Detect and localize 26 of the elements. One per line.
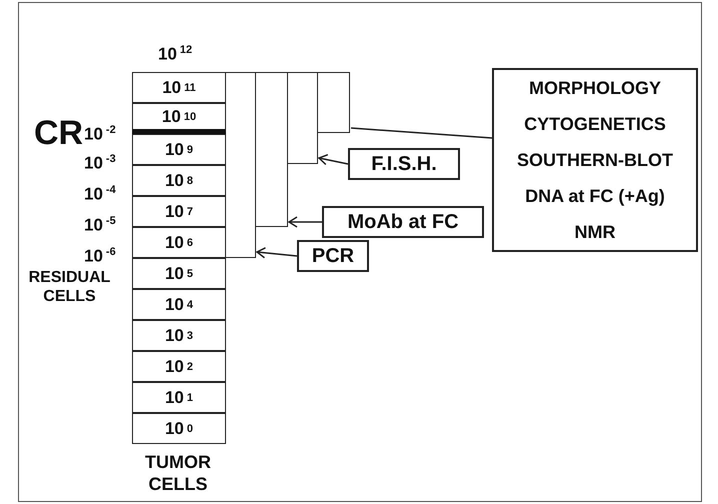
method-box: F.I.S.H. [348,148,460,180]
scale-value: 10$^{-3}$ [84,153,116,174]
method-name: MORPHOLOGY [528,78,661,98]
method-name: SOUTHERN-BLOT [517,150,673,170]
method-box: MoAb at FC [322,206,484,238]
scale-value: 10$^{12}$ [158,44,192,65]
axis-title: TUMOR CELLS [144,452,212,496]
range-bracket [288,72,318,164]
method-name: CYTOGENETICS [524,114,666,134]
scale-value: 10$^{-4}$ [84,184,116,205]
range-bracket [226,72,256,258]
scale-value: 10$^{-2}$ [84,124,116,145]
response-label: CR [34,114,84,153]
method-name: DNA at FC (+Ag) [525,186,665,206]
callout-line [350,127,492,139]
axis-title: RESIDUAL CELLS [28,268,112,306]
pointer-arrow [288,216,322,228]
range-bracket [318,72,350,133]
method-name: NMR [574,222,616,242]
method-box: PCR [297,240,369,272]
scale-value: 10$^{-6}$ [84,246,116,267]
range-bracket [256,72,288,227]
pointer-arrow [256,247,298,259]
scale-value: 10$^{-5}$ [84,215,116,236]
pointer-arrow [318,154,348,166]
method-list-box [492,68,698,252]
